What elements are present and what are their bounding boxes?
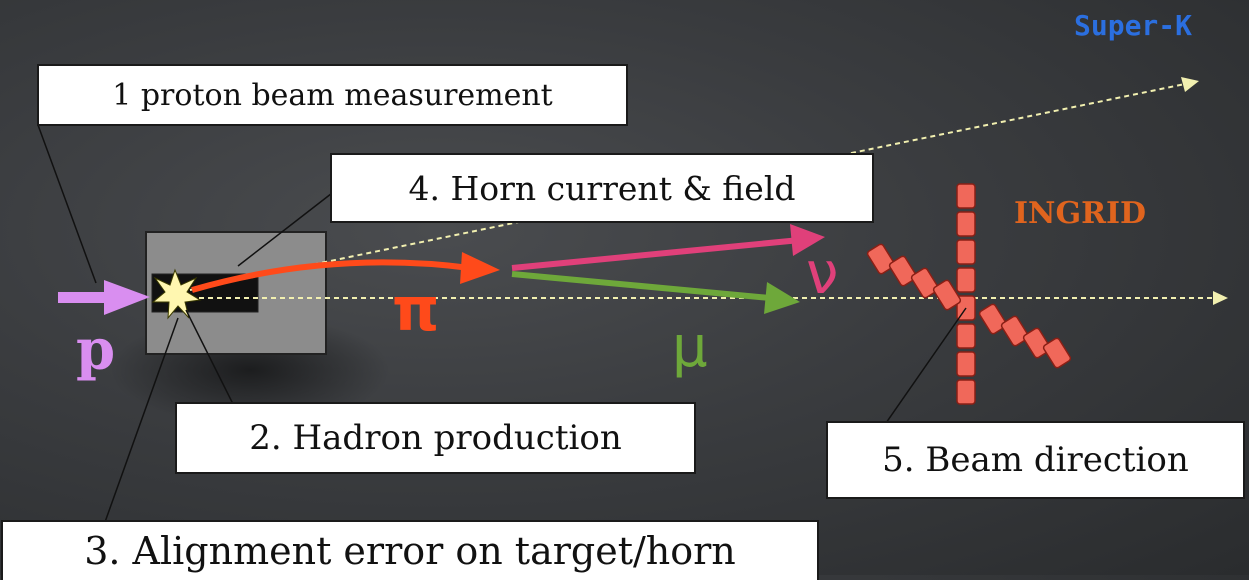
ingrid-module — [910, 267, 940, 299]
leader-beam-direction — [885, 307, 967, 424]
neutrino-label: ν — [806, 239, 839, 307]
beam-axis-arrowhead — [1213, 291, 1228, 305]
alignment-label: 3. Alignment error on target/horn — [1, 520, 819, 580]
ingrid-horizontal-modules — [866, 243, 1072, 369]
ingrid-module — [956, 183, 976, 209]
leader-horn — [237, 189, 337, 267]
ingrid-module — [956, 211, 976, 237]
leader-alignment — [99, 317, 179, 537]
interaction-star-icon — [151, 268, 202, 320]
pion-label: π — [392, 275, 440, 345]
ingrid-module — [956, 351, 976, 377]
ingrid-module — [956, 267, 976, 293]
horn-current-label: 4. Horn current & field — [330, 153, 874, 223]
neutrino-arrowhead — [790, 224, 825, 256]
neutrino-track — [511, 237, 801, 271]
leader-hadron — [185, 309, 241, 419]
superk-direction-arrowhead — [1181, 77, 1199, 92]
proton-arrow — [58, 280, 150, 315]
ingrid-module — [932, 279, 962, 311]
ingrid-label: INGRID — [1014, 196, 1147, 231]
ingrid-module — [956, 239, 976, 265]
ingrid-module — [978, 303, 1008, 335]
pion-track — [191, 259, 471, 293]
ingrid-detector — [866, 183, 1072, 405]
muon-arrowhead — [764, 282, 800, 314]
proton-label: p — [76, 317, 116, 383]
superk-label: Super-K — [1074, 9, 1193, 42]
ingrid-module — [888, 255, 918, 287]
ingrid-module — [1022, 327, 1052, 359]
muon-track — [511, 271, 771, 301]
proton-beam-label: 1 proton beam measurement — [37, 64, 628, 126]
muon-label: μ — [672, 315, 708, 380]
ingrid-module — [1000, 315, 1030, 347]
ingrid-module — [956, 379, 976, 405]
beam-direction-label: 5. Beam direction — [826, 421, 1245, 499]
leader-proton — [37, 124, 97, 284]
ingrid-module — [866, 243, 896, 275]
hadron-production-label: 2. Hadron production — [175, 402, 696, 474]
pion-arrowhead — [460, 252, 500, 284]
ingrid-module — [1042, 337, 1072, 369]
ingrid-module — [956, 323, 976, 349]
ingrid-vertical-modules — [956, 183, 976, 405]
leader-lines — [37, 124, 967, 537]
